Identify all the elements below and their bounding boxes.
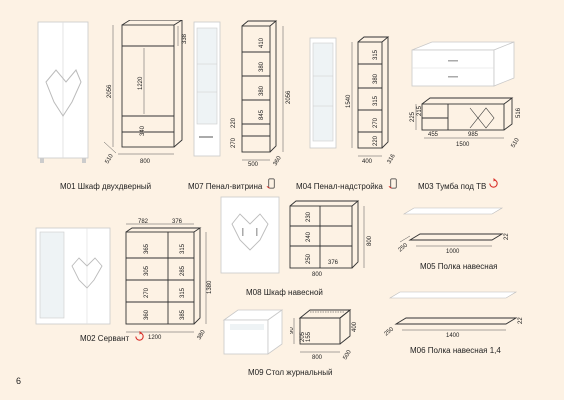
m09-dim-c: 155: [306, 331, 312, 342]
m07-dim-s6: 220: [231, 117, 237, 128]
m02-dim-w2: 376: [172, 219, 183, 225]
m02-dim-s7: 315: [180, 287, 186, 298]
m05-dim-d: 250: [398, 242, 409, 253]
m09-photo: [222, 309, 284, 355]
m01-dim-inner: 1220: [138, 76, 144, 90]
m02-dim-s6: 285: [180, 265, 186, 276]
m06-dim-h: 22: [518, 317, 524, 324]
m07-photo: [193, 21, 221, 157]
m07-dim-h: 2056: [286, 90, 292, 104]
m03-dim-h1: 225: [410, 111, 416, 122]
m02-dim-h: 1380: [207, 280, 212, 294]
m06-dim-d: 250: [384, 326, 395, 337]
m03-dim-b: 985: [468, 132, 479, 138]
m01-photo: [37, 21, 89, 163]
phone-icon: [266, 178, 275, 189]
m01-dim-top: 338: [182, 33, 188, 44]
m01-drawing: 2056 1220 338 340 800 510: [104, 20, 188, 165]
phone-icon: [388, 178, 397, 189]
m01-label: М01 Шкаф двухдверный: [60, 182, 152, 191]
m03-label: М03 Тумба под ТВ: [418, 182, 487, 191]
m02-dim-s8: 385: [180, 309, 186, 320]
m06-dim-w: 1400: [446, 333, 460, 339]
m03-dim-h2: 215: [417, 105, 423, 116]
m02-dim-s3: 270: [144, 287, 150, 298]
m07-dim-s1: 410: [259, 37, 265, 48]
m04-dim-s4: 270: [373, 117, 379, 128]
m07-label: М07 Пенал-витрина: [188, 182, 263, 191]
m08-dim-b: 240: [306, 231, 312, 242]
m04-label: М04 Пенал-надстройка: [296, 182, 383, 191]
m01-dim-w: 800: [140, 159, 151, 165]
m09-dim-w: 800: [312, 355, 323, 361]
page-number: 6: [16, 376, 22, 386]
m08-dim-c: 250: [306, 253, 312, 264]
m02-dim-s4: 360: [144, 309, 150, 320]
m07-dim-s4: 845: [259, 109, 265, 120]
rotate-arrow-icon: [135, 331, 144, 341]
m05-label: М05 Полка навесная: [420, 262, 498, 271]
m04-dim-s1: 315: [373, 49, 379, 60]
m08-dim-a: 230: [306, 211, 312, 222]
m07-dim-d: 360: [273, 155, 284, 167]
m08-photo: [220, 196, 280, 274]
m02-dim-s1: 365: [144, 243, 150, 254]
m04-dim-w: 400: [362, 159, 373, 165]
m08-drawing: 230 240 250 376 800 800: [289, 200, 373, 278]
m08-dim-w: 800: [312, 272, 323, 278]
m04-dim-d: 316: [387, 153, 398, 165]
m07-dim-s5: 270: [231, 137, 237, 148]
m03-dim-w: 1500: [456, 142, 470, 148]
m09-dim-a: 90: [290, 327, 295, 334]
m04-drawing: 1540 315 380 315 270 220 400 316: [346, 36, 398, 165]
m07-drawing: 410 380 380 845 270 220 2056 500 360: [231, 20, 292, 168]
m03-dim-c: 510: [511, 137, 522, 149]
m02-dim-d: 380: [197, 329, 208, 340]
m01-dim-bottom: 340: [140, 125, 146, 136]
m06-label: М06 Полка навесная 1,4: [410, 346, 501, 355]
m08-label: М08 Шкаф навесной: [246, 288, 323, 297]
m07-dim-s3: 380: [259, 85, 265, 96]
m04-dim-s3: 315: [373, 95, 379, 106]
m02-photo: [35, 227, 111, 325]
m07-dim-w: 500: [248, 162, 259, 168]
m01-dim-d: 510: [105, 153, 116, 165]
m09-drawing: 90 205 155 800 400 500: [290, 309, 358, 361]
m05-drawing: 1000 250 22: [398, 207, 510, 255]
m02-label: М02 Сервант: [80, 334, 130, 343]
m09-dim-b: 205: [300, 331, 306, 342]
m06-drawing: 1400 250 22: [384, 291, 524, 339]
m02-dim-s5: 315: [180, 243, 186, 254]
m09-label: М09 Стол журнальный: [248, 368, 333, 377]
m08-dim-d: 376: [328, 260, 339, 266]
m04-photo: [309, 37, 337, 149]
m09-dim-h: 400: [352, 321, 358, 332]
m03-photo: [411, 41, 515, 87]
m05-dim-h: 22: [504, 233, 510, 240]
m04-dim-h: 1540: [346, 94, 352, 108]
m09-dim-d: 500: [343, 349, 354, 361]
m03-dim-a: 455: [428, 132, 439, 138]
m02-dim-s2: 305: [144, 265, 150, 276]
m03-drawing: 225 215 455 985 1500 516 510: [410, 97, 522, 149]
m02-drawing: 782 376 365 305 270 360 315 285 315 385 …: [125, 219, 212, 340]
rotate-arrow-icon: [489, 178, 498, 188]
m03-dim-d: 516: [516, 107, 522, 118]
m04-dim-s5: 220: [373, 135, 379, 146]
m05-dim-w: 1000: [446, 249, 460, 255]
m02-dim-w: 1200: [148, 335, 162, 340]
m02-dim-w1: 782: [138, 219, 149, 225]
m04-dim-s2: 380: [373, 73, 379, 84]
m07-dim-s2: 380: [259, 61, 265, 72]
m01-dim-h: 2056: [107, 84, 113, 98]
m08-dim-h: 800: [367, 235, 373, 246]
